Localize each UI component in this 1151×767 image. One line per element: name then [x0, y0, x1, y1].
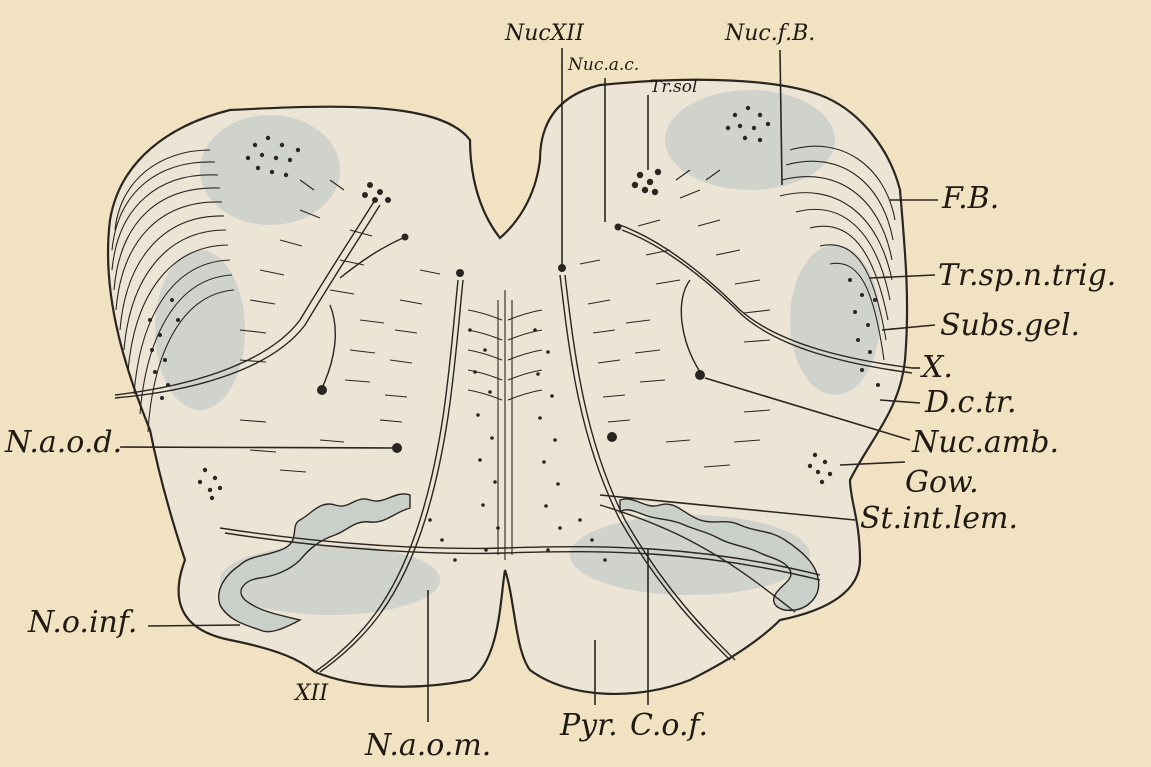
- label-x: X.: [920, 350, 953, 385]
- leader-n-o-inf: [148, 625, 240, 626]
- label-xii: XII: [293, 681, 329, 706]
- label-dc-tr: D.c.tr.: [924, 385, 1017, 420]
- label-tr-sp-n-trig: Tr.sp.n.trig.: [938, 258, 1116, 293]
- label-fb: F.B.: [941, 181, 999, 216]
- label-n-aod: N.a.o.d.: [4, 425, 122, 460]
- label-tr-sol: Tr.sol: [650, 77, 697, 97]
- leader-n-aod: [120, 447, 395, 448]
- label-nuc-ac: Nuc.a.c.: [567, 55, 639, 75]
- label-gow: Gow.: [905, 465, 979, 500]
- label-nuc-fb: Nuc.f.B.: [724, 21, 815, 46]
- label-nuc-amb: Nuc.amb.: [911, 425, 1059, 460]
- label-n-o-inf: N.o.inf.: [27, 605, 137, 640]
- label-n-a-o-m: N.a.o.m.: [364, 728, 491, 763]
- label-c-o-f: C.o.f.: [630, 708, 708, 743]
- label-nuc-xii: NucXII: [504, 21, 585, 46]
- label-subs-gel: Subs.gel.: [940, 308, 1080, 343]
- label-st-int-lem: St.int.lem.: [860, 501, 1018, 536]
- label-pyr: Pyr.: [559, 708, 618, 743]
